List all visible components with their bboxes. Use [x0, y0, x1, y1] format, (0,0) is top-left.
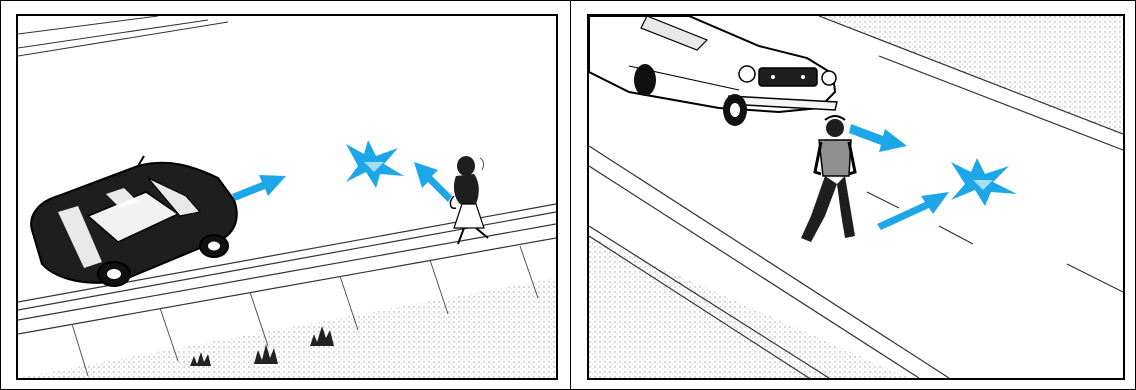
sidewalk: [18, 212, 556, 378]
collision-burst-icon: [951, 158, 1017, 206]
arrow-icon: [414, 162, 452, 202]
shrub-icon: [190, 326, 334, 366]
gravel-bottom: [589, 236, 909, 378]
arrow-icon: [849, 124, 907, 152]
left-scene-illustration: [18, 16, 556, 378]
pedestrian-icon: [801, 115, 857, 242]
car-icon: [30, 155, 238, 287]
far-curb-lines: [18, 16, 229, 57]
lane-dashes: [866, 191, 1123, 293]
road-lines: [589, 16, 1123, 378]
pedestrian-icon: [449, 156, 489, 245]
sidewalk-joints: [71, 245, 539, 377]
arrow-icon: [877, 192, 949, 230]
car-icon: [589, 16, 838, 126]
collision-burst-icon: [346, 140, 404, 188]
panel-divider: [570, 0, 571, 390]
right-scene-panel: [587, 14, 1125, 380]
left-scene-panel: [16, 14, 558, 380]
arrow-icon: [232, 175, 286, 201]
right-scene-illustration: [589, 16, 1123, 378]
